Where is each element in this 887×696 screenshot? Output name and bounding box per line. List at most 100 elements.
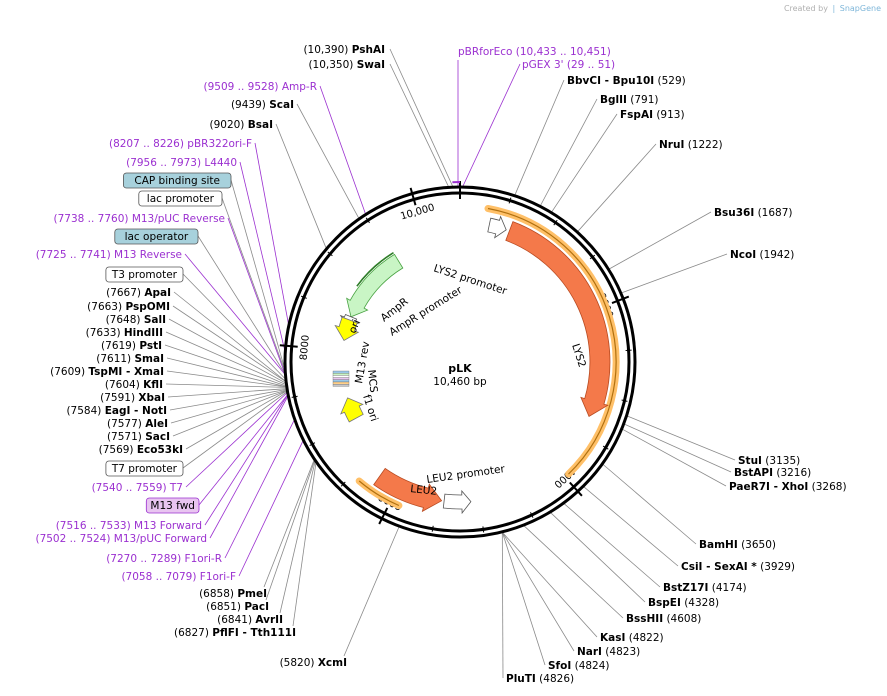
lys2-promoter-feature[interactable] <box>487 215 507 239</box>
leader-line <box>502 532 598 638</box>
site-position: (3929) <box>757 561 795 573</box>
site-label-right[interactable]: SfoI (4824) <box>548 660 610 672</box>
site-label-left[interactable]: (7619) PstI <box>101 340 162 352</box>
primer-label-top[interactable]: pGEX 3' (29 .. 51) <box>522 59 615 71</box>
site-label-left[interactable]: (7569) Eco53kI <box>99 444 183 456</box>
feature-box-label[interactable]: lac operator <box>125 231 189 243</box>
leader-line <box>502 532 546 666</box>
primer-label-left[interactable]: (7738 .. 7760) M13/pUC Reverse <box>53 213 225 225</box>
lys2-feature[interactable] <box>505 221 611 417</box>
leader-line <box>182 273 286 379</box>
site-label-right[interactable]: BssHII (4608) <box>626 613 701 625</box>
primer-label-left[interactable]: (9509 .. 9528) Amp-R <box>204 81 318 93</box>
mcs-feature-stack[interactable] <box>332 370 350 387</box>
site-label-left[interactable]: (7609) TspMI - XmaI <box>50 366 164 378</box>
feature-box-label[interactable]: T7 promoter <box>111 463 178 475</box>
feature-box-label[interactable]: CAP binding site <box>134 175 220 187</box>
leader-line <box>292 462 317 627</box>
leader-line <box>185 390 287 450</box>
site-label-left[interactable]: (7591) XbaI <box>100 392 165 404</box>
primer-label-left[interactable]: (8207 .. 8226) pBR322ori-F <box>109 138 252 150</box>
leader-line <box>622 428 727 487</box>
primer-label-left[interactable]: (7058 .. 7079) F1ori-F <box>121 571 236 583</box>
primer-label-left[interactable]: (7540 .. 7559) T7 <box>92 482 183 494</box>
site-label-right[interactable]: StuI (3135) <box>738 455 800 467</box>
site-position: (529) <box>654 75 686 87</box>
site-position: (9439) <box>231 99 269 111</box>
primer-position: (7738 .. 7760) <box>53 213 131 225</box>
site-label-top[interactable]: (10,390) PshAI <box>303 44 385 56</box>
site-label-left[interactable]: (7663) PspOMI <box>87 301 170 313</box>
ampr-feature[interactable] <box>346 253 404 318</box>
site-label-right[interactable]: NcoI (1942) <box>730 249 794 261</box>
site-label-left[interactable]: (7577) AleI <box>107 418 168 430</box>
credit-prefix: Created by <box>783 4 828 13</box>
f1-ori-label: f1 ori <box>360 393 380 423</box>
site-name: PacI <box>244 601 269 613</box>
site-label-bottom[interactable]: (6827) PflFI - Tth111I <box>174 627 296 639</box>
site-label-top[interactable]: (10,350) SwaI <box>308 59 385 71</box>
site-position: (4822) <box>625 632 663 644</box>
site-label-right[interactable]: BamHI (3650) <box>699 539 776 551</box>
leader-line <box>462 63 521 187</box>
site-label-bottom[interactable]: (6841) AvrII <box>217 614 283 626</box>
primer-label-top[interactable]: pBRforEco (10,433 .. 10,451) <box>458 46 611 58</box>
leader-line <box>165 383 286 388</box>
site-label-bottom[interactable]: (6858) PmeI <box>199 588 267 600</box>
leu2-feature[interactable] <box>373 467 443 513</box>
leader-line <box>279 461 316 614</box>
leader-line <box>577 143 657 232</box>
feature-box-label[interactable]: lac promoter <box>147 193 215 205</box>
site-name: StuI <box>738 455 762 467</box>
site-label-left[interactable]: (9020) BsaI <box>209 119 273 131</box>
primer-position: (7502 .. 7524) <box>35 533 113 545</box>
site-position: (7619) <box>101 340 139 352</box>
site-position: (4328) <box>681 597 719 609</box>
leader-line <box>182 391 287 469</box>
site-position: (4174) <box>708 582 746 594</box>
feature-box-label[interactable]: M13 fwd <box>150 500 195 512</box>
primer-label-left[interactable]: (7725 .. 7741) M13 Reverse <box>36 249 182 261</box>
site-label-right[interactable]: PaeR7I - XhoI (3268) <box>729 481 847 493</box>
site-label-right[interactable]: NarI (4823) <box>577 646 640 658</box>
site-label-right[interactable]: BstAPI (3216) <box>734 467 811 479</box>
tick-mark <box>327 251 333 257</box>
site-label-left[interactable]: (7571) SacI <box>107 431 170 443</box>
primer-label-left[interactable]: (7502 .. 7524) M13/pUC Forward <box>35 533 207 545</box>
site-label-left[interactable]: (7633) HindIII <box>86 327 163 339</box>
tick-mark <box>621 399 628 402</box>
mcs-band <box>332 384 350 387</box>
site-position: (4824) <box>571 660 609 672</box>
site-label-left[interactable]: (7648) SalI <box>106 314 166 326</box>
site-label-left[interactable]: (9439) ScaI <box>231 99 294 111</box>
primer-position: (7956 .. 7973) <box>126 157 204 169</box>
site-label-left[interactable]: (7604) KflI <box>105 379 163 391</box>
primer-label-left[interactable]: (7270 .. 7289) F1ori-R <box>106 553 222 565</box>
site-label-right[interactable]: BglII (791) <box>600 94 659 106</box>
site-label-right[interactable]: BbvCI - Bpu10I (529) <box>567 75 686 87</box>
site-label-right[interactable]: KasI (4822) <box>600 632 664 644</box>
site-position: (7667) <box>106 287 144 299</box>
site-label-right[interactable]: Bsu36I (1687) <box>714 207 793 219</box>
site-label-left[interactable]: (7584) EagI - NotI <box>66 405 167 417</box>
site-label-right[interactable]: BstZ17I (4174) <box>663 582 747 594</box>
site-label-bottom[interactable]: (5820) XcmI <box>280 657 347 669</box>
site-label-bottom[interactable]: (6851) PacI <box>206 601 269 613</box>
mcs-band <box>332 370 350 374</box>
site-position: (7584) <box>66 405 104 417</box>
f1-ori-feature[interactable] <box>340 397 364 423</box>
primer-label-left[interactable]: (7516 .. 7533) M13 Forward <box>56 520 202 532</box>
leu2-promoter-feature[interactable] <box>442 489 472 515</box>
site-label-right[interactable]: FspAI (913) <box>620 109 685 121</box>
site-position: (1687) <box>754 207 792 219</box>
site-label-right[interactable]: PluTI (4826) <box>506 673 574 685</box>
site-position: (7577) <box>107 418 145 430</box>
feature-box-label[interactable]: T3 promoter <box>111 269 178 281</box>
site-label-right[interactable]: CsiI - SexAI * (3929) <box>681 561 795 573</box>
primer-label-left[interactable]: (7956 .. 7973) L4440 <box>126 157 237 169</box>
site-label-left[interactable]: (7667) ApaI <box>106 287 171 299</box>
site-label-right[interactable]: BspEI (4328) <box>648 597 719 609</box>
site-label-right[interactable]: NruI (1222) <box>659 139 723 151</box>
site-label-left[interactable]: (7611) SmaI <box>96 353 164 365</box>
ori-feature[interactable] <box>334 316 360 342</box>
